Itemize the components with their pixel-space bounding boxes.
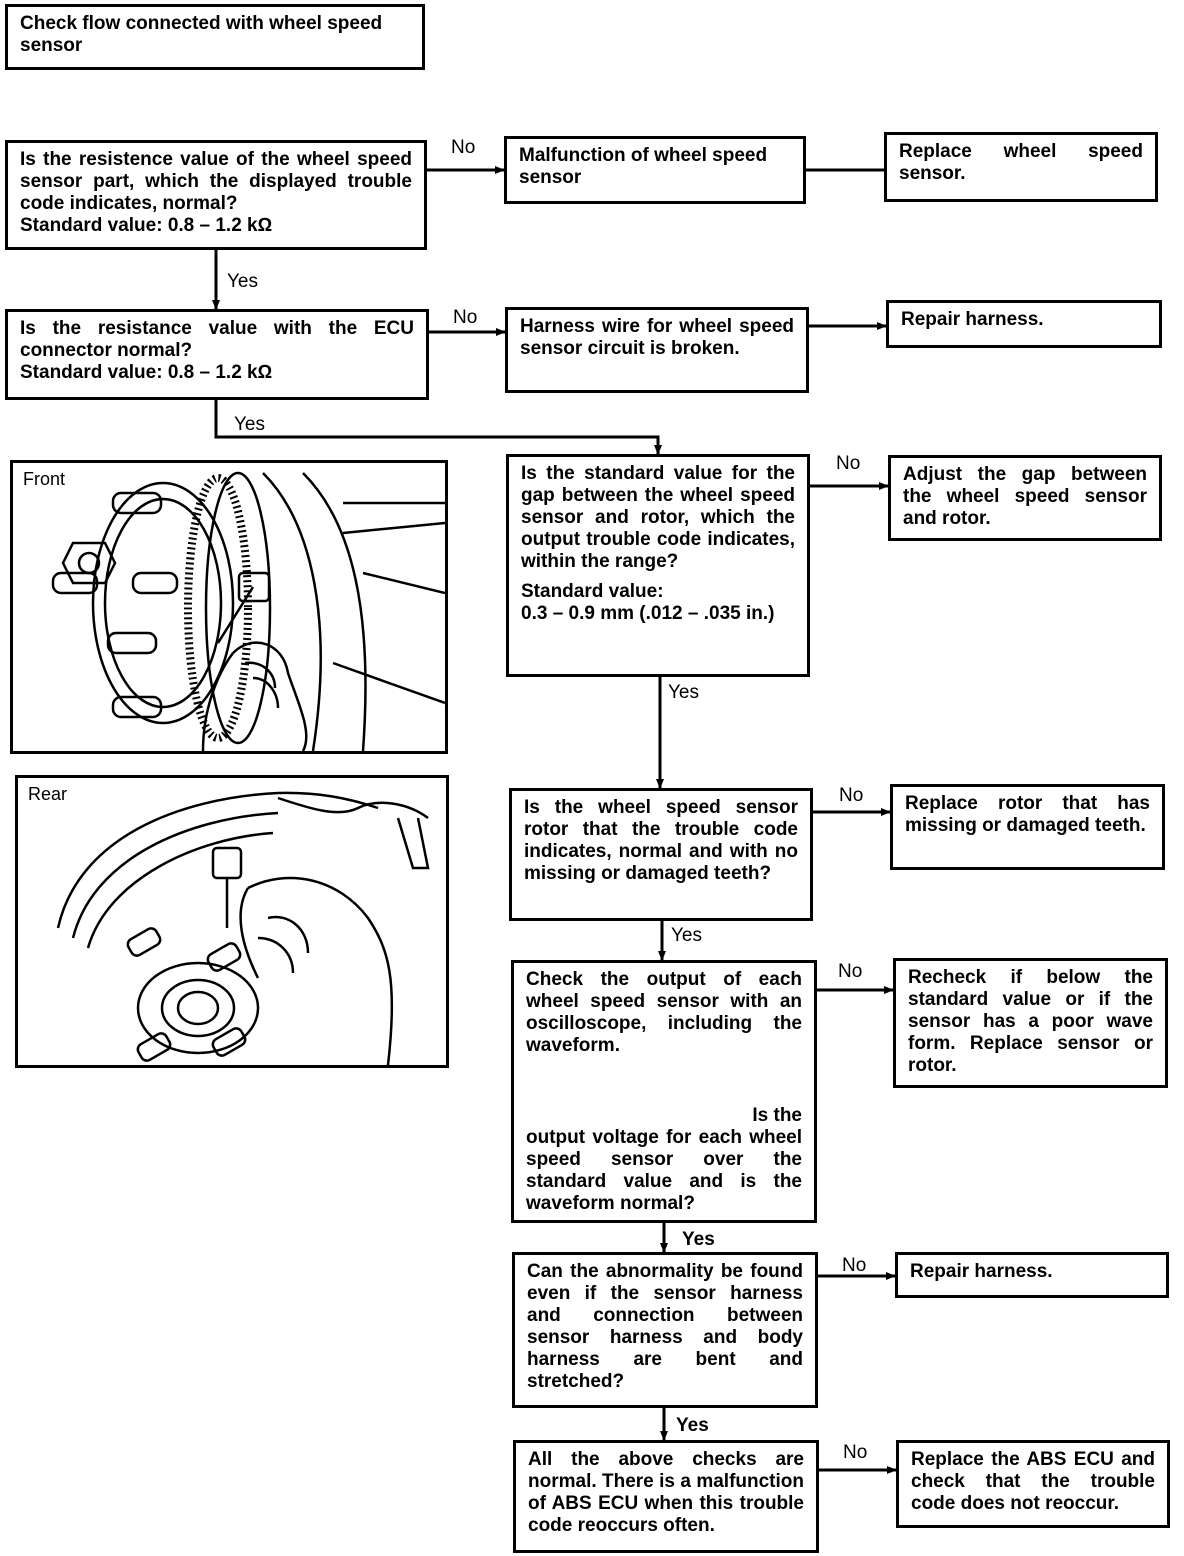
- label-no-q4: No: [839, 785, 864, 806]
- rear-wheel-illustration: Rear: [15, 775, 449, 1068]
- step-a1-text: Replace wheel speed sensor.: [899, 141, 1143, 184]
- step-q1-standard: Standard value: 0.8 – 1.2 kΩ: [20, 215, 273, 236]
- label-no-q6: No: [842, 1255, 867, 1276]
- flowchart-title-text: Check flow connected with wheel speed se…: [20, 13, 383, 56]
- step-a6: Repair harness.: [895, 1252, 1169, 1298]
- step-a1: Replace wheel speed sensor.: [884, 132, 1158, 202]
- label-yes-q5: Yes: [682, 1229, 715, 1250]
- step-q1: Is the resistence value of the wheel spe…: [5, 140, 427, 250]
- step-q1-text: Is the resistence value of the wheel spe…: [20, 149, 412, 214]
- step-q3-text: Is the standard value for the gap betwee…: [521, 463, 795, 572]
- step-a4: Replace rotor that has missing or damage…: [890, 784, 1165, 870]
- step-a4-text: Replace rotor that has missing or damage…: [905, 793, 1150, 836]
- label-yes-q4: Yes: [671, 925, 702, 946]
- step-r2-text: Harness wire for wheel speed sensor circ…: [520, 316, 794, 359]
- step-a2-text: Repair harness.: [901, 309, 1044, 330]
- label-no-q5: No: [838, 961, 863, 982]
- step-a5: Recheck if below the standard value or i…: [893, 958, 1168, 1088]
- step-q2: Is the resistance value with the ECU con…: [5, 309, 429, 400]
- step-q4-text: Is the wheel speed sensor rotor that the…: [524, 797, 798, 884]
- step-q5-text2b: output voltage for each wheel speed sens…: [526, 1127, 802, 1214]
- label-yes-q3: Yes: [668, 682, 699, 703]
- label-yes-q2: Yes: [234, 414, 265, 435]
- step-q5-text: Check the output of each wheel speed sen…: [526, 969, 802, 1056]
- front-wheel-drawing: [51, 471, 445, 751]
- step-q4: Is the wheel speed sensor rotor that the…: [509, 788, 813, 921]
- step-q6-text: Can the abnormality be found even if the…: [527, 1261, 803, 1392]
- arrow-q2-yes: [214, 400, 662, 455]
- step-a2: Repair harness.: [886, 300, 1162, 348]
- step-a7: Replace the ABS ECU and check that the t…: [896, 1440, 1170, 1528]
- step-a6-text: Repair harness.: [910, 1261, 1053, 1282]
- step-q3-standard-label: Standard value:: [521, 581, 664, 602]
- label-no-q1: No: [451, 137, 476, 158]
- label-no-q3: No: [836, 453, 861, 474]
- step-r1-text: Malfunction of wheel speed sensor: [519, 145, 768, 188]
- step-a7-text: Replace the ABS ECU and check that the t…: [911, 1449, 1155, 1514]
- front-illustration-caption: Front: [21, 469, 68, 489]
- flowchart-title: Check flow connected with wheel speed se…: [5, 4, 425, 70]
- rear-illustration-caption: Rear: [26, 784, 70, 804]
- label-yes-q1: Yes: [227, 271, 258, 292]
- label-yes-q6: Yes: [676, 1415, 709, 1436]
- step-q7-text: All the above checks are normal. There i…: [528, 1449, 804, 1536]
- step-r1: Malfunction of wheel speed sensor: [504, 136, 806, 204]
- step-q2-standard: Standard value: 0.8 – 1.2 kΩ: [20, 362, 273, 383]
- step-q5: Check the output of each wheel speed sen…: [511, 960, 817, 1223]
- step-a3-text: Adjust the gap between the wheel speed s…: [903, 464, 1147, 529]
- step-q7: All the above checks are normal. There i…: [513, 1440, 819, 1553]
- step-q5-text2a: Is the: [752, 1105, 802, 1126]
- step-a3: Adjust the gap between the wheel speed s…: [888, 455, 1162, 541]
- label-no-q7: No: [843, 1442, 868, 1463]
- step-q3: Is the standard value for the gap betwee…: [506, 454, 810, 677]
- step-q2-text: Is the resistance value with the ECU con…: [20, 318, 414, 361]
- step-a5-text: Recheck if below the standard value or i…: [908, 967, 1153, 1076]
- rear-wheel-drawing: [56, 791, 430, 1065]
- front-wheel-illustration: Front: [10, 460, 448, 754]
- label-no-q2: No: [453, 307, 478, 328]
- step-r2: Harness wire for wheel speed sensor circ…: [505, 307, 809, 393]
- step-q3-standard-value: 0.3 – 0.9 mm (.012 – .035 in.): [521, 603, 775, 624]
- step-q6: Can the abnormality be found even if the…: [512, 1252, 818, 1408]
